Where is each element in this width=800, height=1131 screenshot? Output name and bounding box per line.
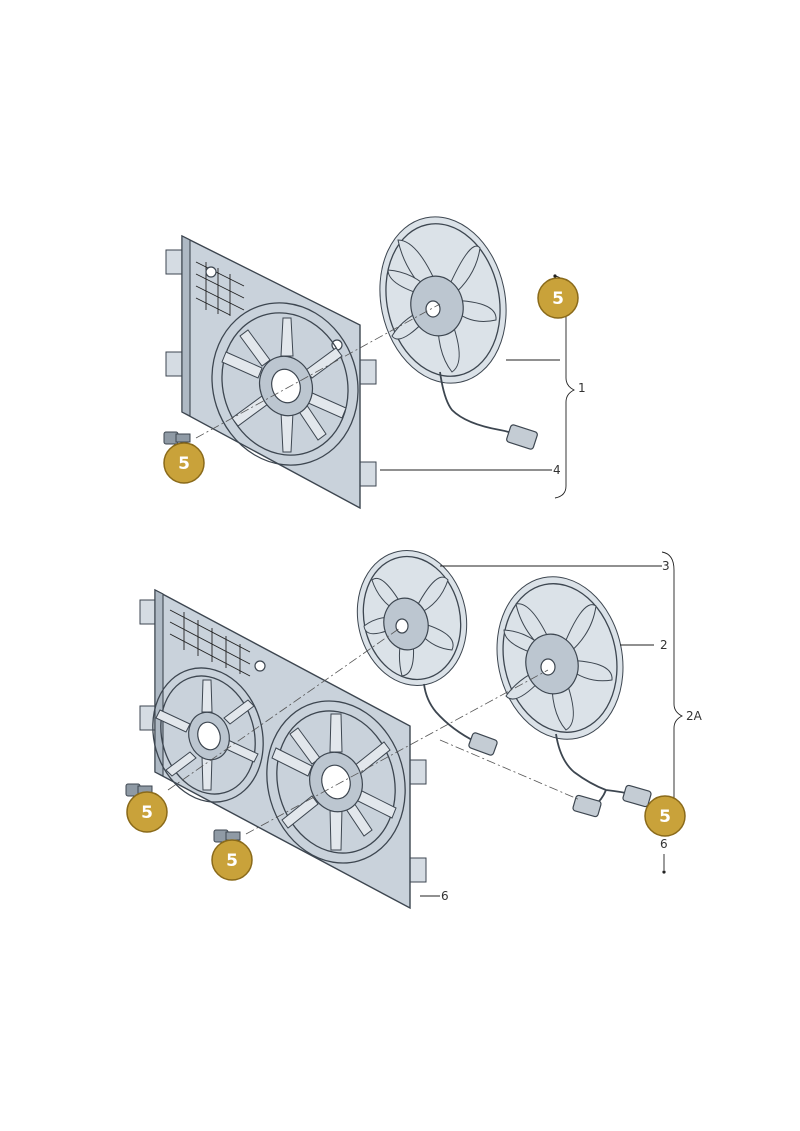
- top-fan: [379, 216, 538, 450]
- callout-bottom-fan-large: 2: [660, 638, 668, 652]
- bottom-shroud-right-spokes: [271, 713, 397, 851]
- callout-bottom-fan-small: 3: [662, 559, 670, 573]
- callout-bottom-shroud: 6: [441, 889, 449, 903]
- bottom-screws: [125, 783, 241, 843]
- svg-text:5: 5: [226, 851, 238, 871]
- top-shroud: [165, 234, 377, 510]
- svg-text:5: 5: [141, 803, 153, 823]
- bottom-leader-lines: [167, 551, 684, 897]
- badge-bottom-connector: 5: [644, 795, 686, 837]
- svg-text:5: 5: [552, 289, 564, 309]
- callout-bottom-connector: 6: [660, 837, 668, 851]
- callout-top-assembly: 1: [578, 381, 586, 395]
- badge-top-fan: 5: [537, 277, 579, 319]
- svg-text:5: 5: [659, 807, 671, 827]
- bottom-shroud: [139, 588, 427, 910]
- top-shroud-spokes: [221, 317, 347, 453]
- badge-top-screw: 5: [163, 442, 205, 484]
- callout-bottom-assembly: 2A: [686, 709, 703, 723]
- bottom-fan-small: [356, 550, 498, 756]
- svg-text:5: 5: [178, 454, 190, 474]
- badge-bottom-screw-2: 5: [211, 839, 253, 881]
- badge-bottom-screw-1: 5: [126, 791, 168, 833]
- top-screw: [163, 431, 191, 445]
- bottom-fan-large: [496, 576, 652, 818]
- callout-top-shroud: 4: [553, 463, 561, 477]
